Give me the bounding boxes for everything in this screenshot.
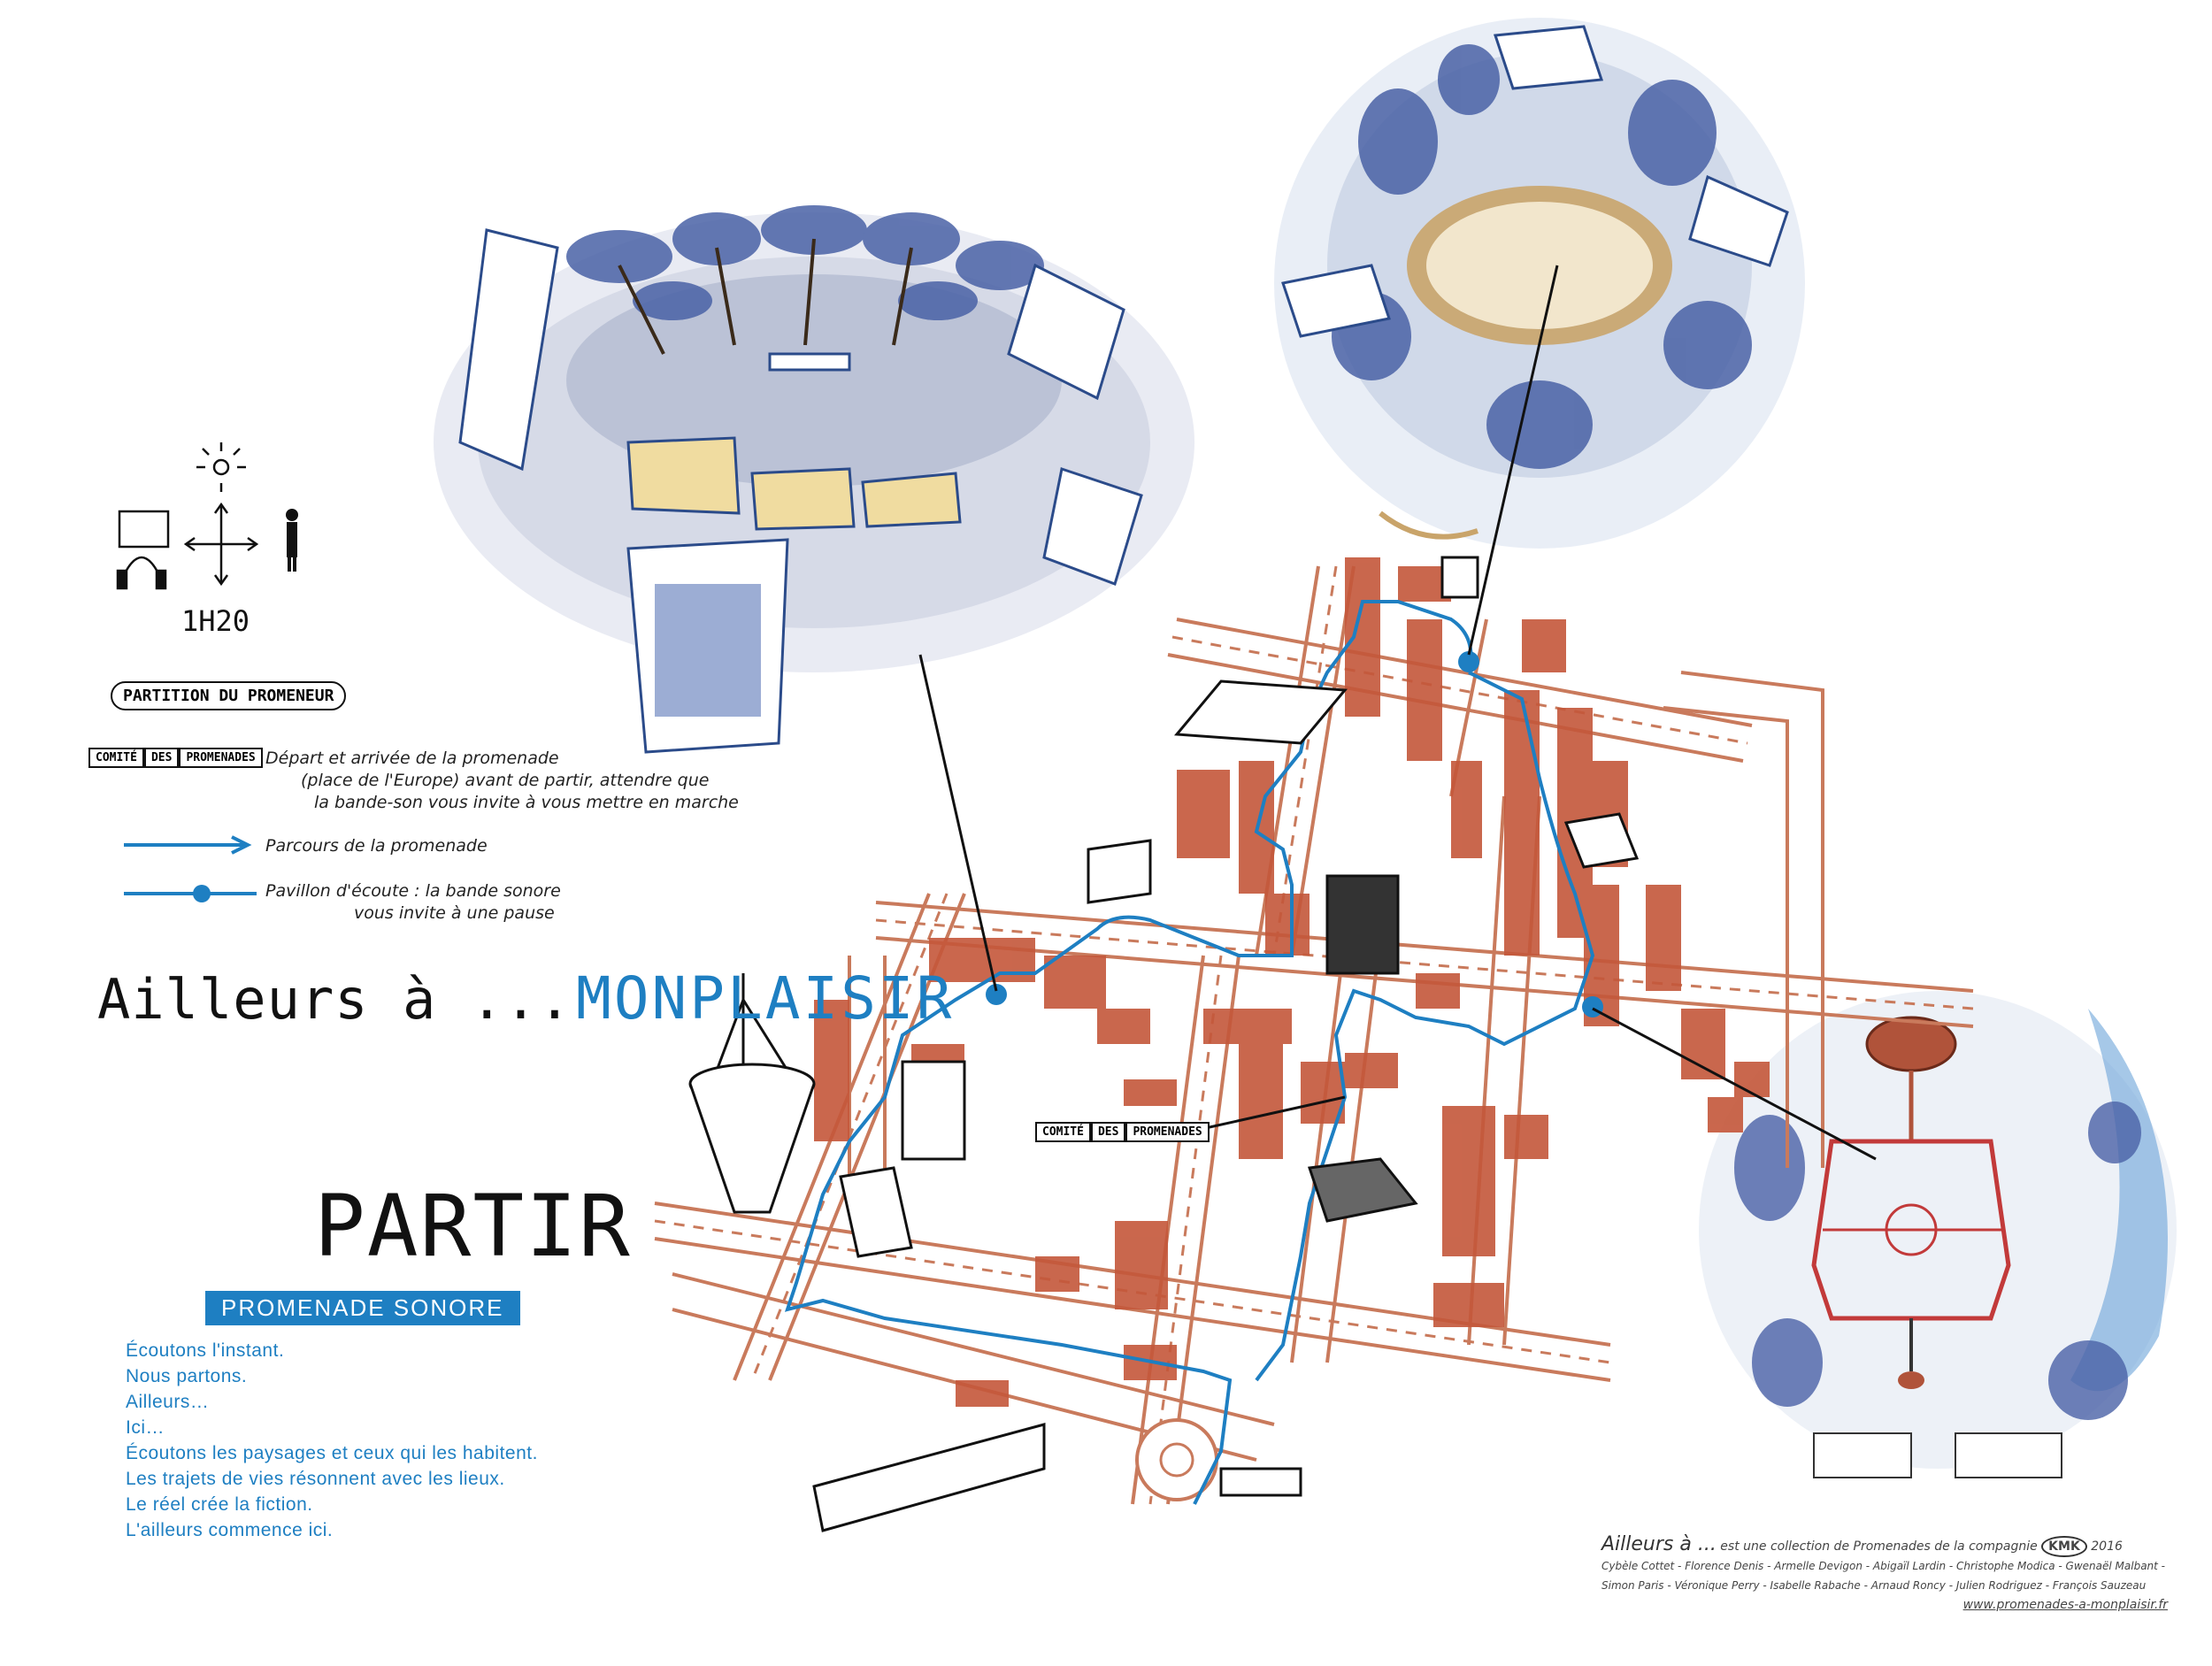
legend-start-line-3: la bande-son vous invite à vous mettre e… <box>314 793 739 812</box>
poem-line: L'ailleurs commence ici. <box>126 1520 334 1540</box>
legend-pavilion-line-1: Pavillon d'écoute : la bande sonore <box>265 881 561 901</box>
comite-word-1: COMITÉ <box>88 748 144 768</box>
credits-url[interactable]: www.promenades-a-monplaisir.fr <box>1962 1598 2168 1612</box>
promenade-sonore-badge: PROMENADE SONORE <box>205 1291 520 1325</box>
legend-heading: PARTITION DU PROMENEUR <box>111 681 347 710</box>
poem-line: Les trajets de vies résonnent avec les l… <box>126 1469 505 1489</box>
credits-line-1: Ailleurs à ... est une collection de Pro… <box>1601 1533 2203 1557</box>
credits-names-1: Cybèle Cottet - Florence Denis - Armelle… <box>1601 1560 2166 1572</box>
map-title-part1: Ailleurs à ... <box>97 967 572 1032</box>
kmk-logo: KMK <box>2041 1536 2087 1557</box>
map-title: Ailleurs à ... MONPLAISIR <box>97 964 954 1033</box>
legend-pavilion-text: Pavillon d'écoute : la bande sonore vous… <box>265 880 726 925</box>
credits-collection: est une collection de Promenades de la c… <box>1720 1539 2038 1554</box>
map-comite-word-1: COMITÉ <box>1035 1122 1091 1142</box>
poem-line: Écoutons les paysages et ceux qui les ha… <box>126 1443 538 1463</box>
credits-title: Ailleurs à ... <box>1601 1533 1717 1555</box>
poem-line: Le réel crée la fiction. <box>126 1494 313 1515</box>
partir-heading: PARTIR <box>314 1177 632 1276</box>
vignette-sports-field <box>1699 991 2177 1478</box>
poem-line: Nous partons. <box>126 1366 248 1386</box>
poem-line: Écoutons l'instant. <box>126 1340 285 1361</box>
vignette-place-europe <box>434 205 1194 754</box>
legend-route-text: Parcours de la promenade <box>265 836 488 856</box>
credits-names-2: Simon Paris - Véronique Perry - Isabelle… <box>1601 1579 2147 1592</box>
poem-line: Ailleurs… <box>126 1392 210 1412</box>
legend-pavilion-line-2: vous invite à une pause <box>354 903 555 923</box>
duration-label: 1H20 <box>181 604 250 638</box>
legend-start-line-2: (place de l'Europe) avant de partir, att… <box>301 771 710 790</box>
legend-start-text: Départ et arrivée de la promenade (place… <box>265 748 761 814</box>
poem: Écoutons l'instant. Nous partons. Ailleu… <box>126 1338 621 1543</box>
poem-line: Ici… <box>126 1417 165 1438</box>
map-comite-word-3: PROMENADES <box>1125 1122 1210 1142</box>
legend-start-line-1: Départ et arrivée de la promenade <box>265 749 559 768</box>
credits-year: 2016 <box>2091 1539 2123 1554</box>
credits: Ailleurs à ... est une collection de Pro… <box>1601 1535 2203 1615</box>
vignette-round-square <box>1274 18 1805 549</box>
comite-word-2: DES <box>143 748 180 768</box>
comite-word-3: PROMENADES <box>179 748 263 768</box>
map-comite-word-2: DES <box>1090 1122 1126 1142</box>
map-title-part2: MONPLAISIR <box>576 964 955 1033</box>
